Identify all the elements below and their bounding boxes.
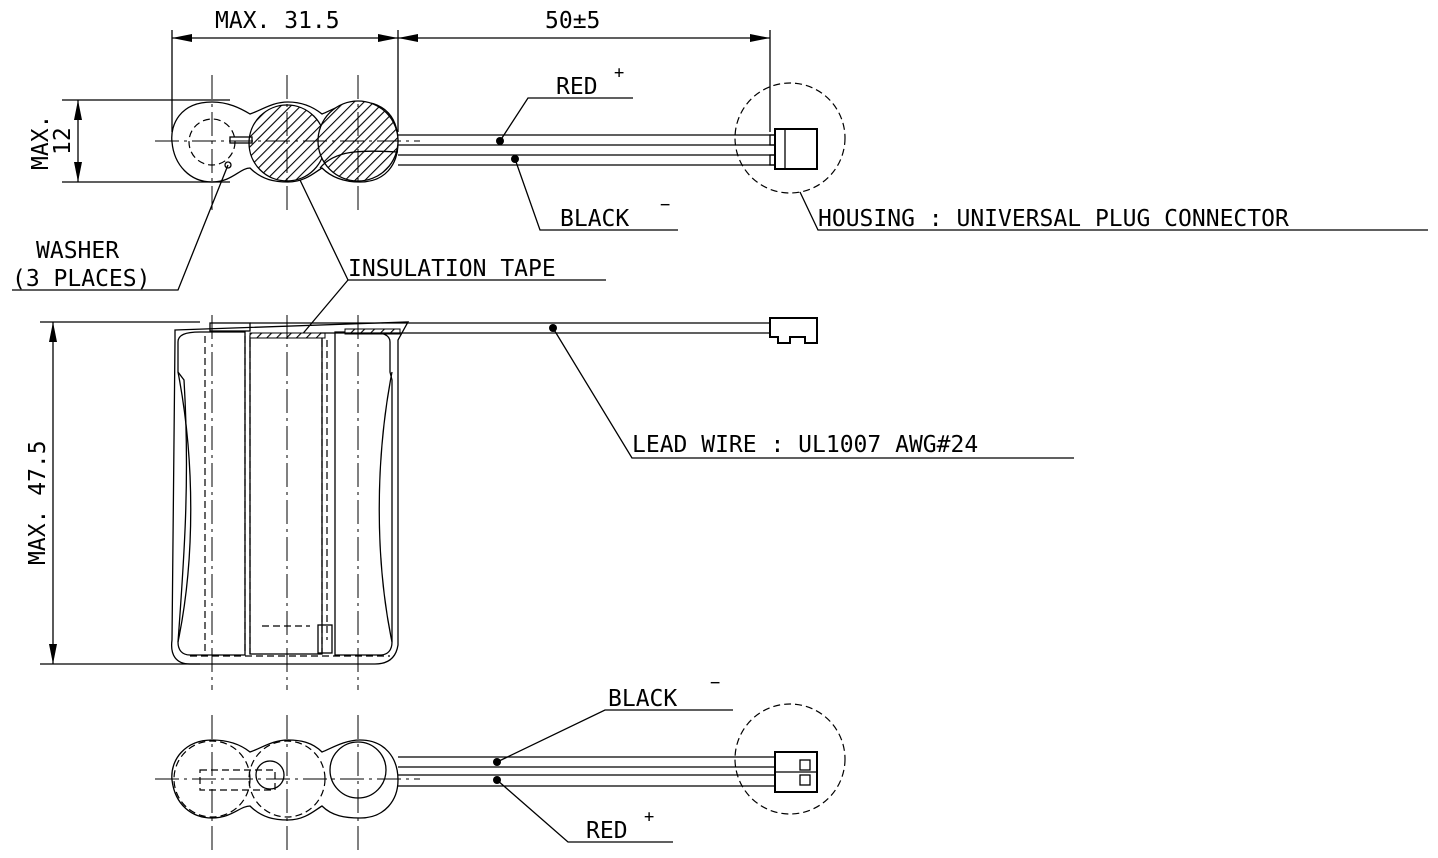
bottom-connector (734, 703, 846, 815)
front-pack-outline (170, 321, 410, 665)
lead-wire-label: LEAD WIRE : UL1007 AWG#24 (632, 432, 978, 458)
bottom-view: BLACK − RED + (155, 673, 846, 855)
lead-length-label: 50±5 (545, 8, 600, 34)
height-max-label: MAX. 47.5 (25, 440, 51, 565)
front-view: MAX. 47.5 L (25, 315, 1074, 690)
lead-length-dimension-line (398, 34, 770, 42)
top-view: MAX. 31.5 50±5 MAX. 12 (12, 8, 1428, 338)
black-label: BLACK (560, 206, 629, 232)
housing-label: HOUSING : UNIVERSAL PLUG CONNECTOR (818, 206, 1289, 232)
red-sign: + (614, 63, 624, 83)
thickness-max-label-line2: 12 (50, 127, 76, 155)
thickness-max-label-line1: MAX. (28, 115, 54, 170)
top-connector (734, 82, 846, 194)
black-sign: − (660, 195, 670, 215)
washer-label-line1: WASHER (36, 238, 119, 264)
bottom-pack-outline (171, 739, 399, 821)
washer-label-line2: (3 PLACES) (12, 266, 150, 292)
height-dimension-line (49, 322, 57, 664)
bottom-black-sign: − (710, 673, 720, 693)
width-dimension-line (172, 34, 398, 42)
thickness-dimension-line (74, 100, 82, 182)
insulation-tape-label: INSULATION TAPE (348, 256, 556, 282)
red-label: RED (556, 74, 598, 100)
top-pack-outline (171, 101, 399, 183)
top-wires (398, 134, 775, 166)
bottom-red-sign: + (644, 807, 654, 827)
front-connector (769, 317, 818, 344)
bottom-red-label: RED (586, 818, 628, 844)
width-max-label: MAX. 31.5 (215, 8, 340, 34)
bottom-black-label: BLACK (608, 686, 677, 712)
